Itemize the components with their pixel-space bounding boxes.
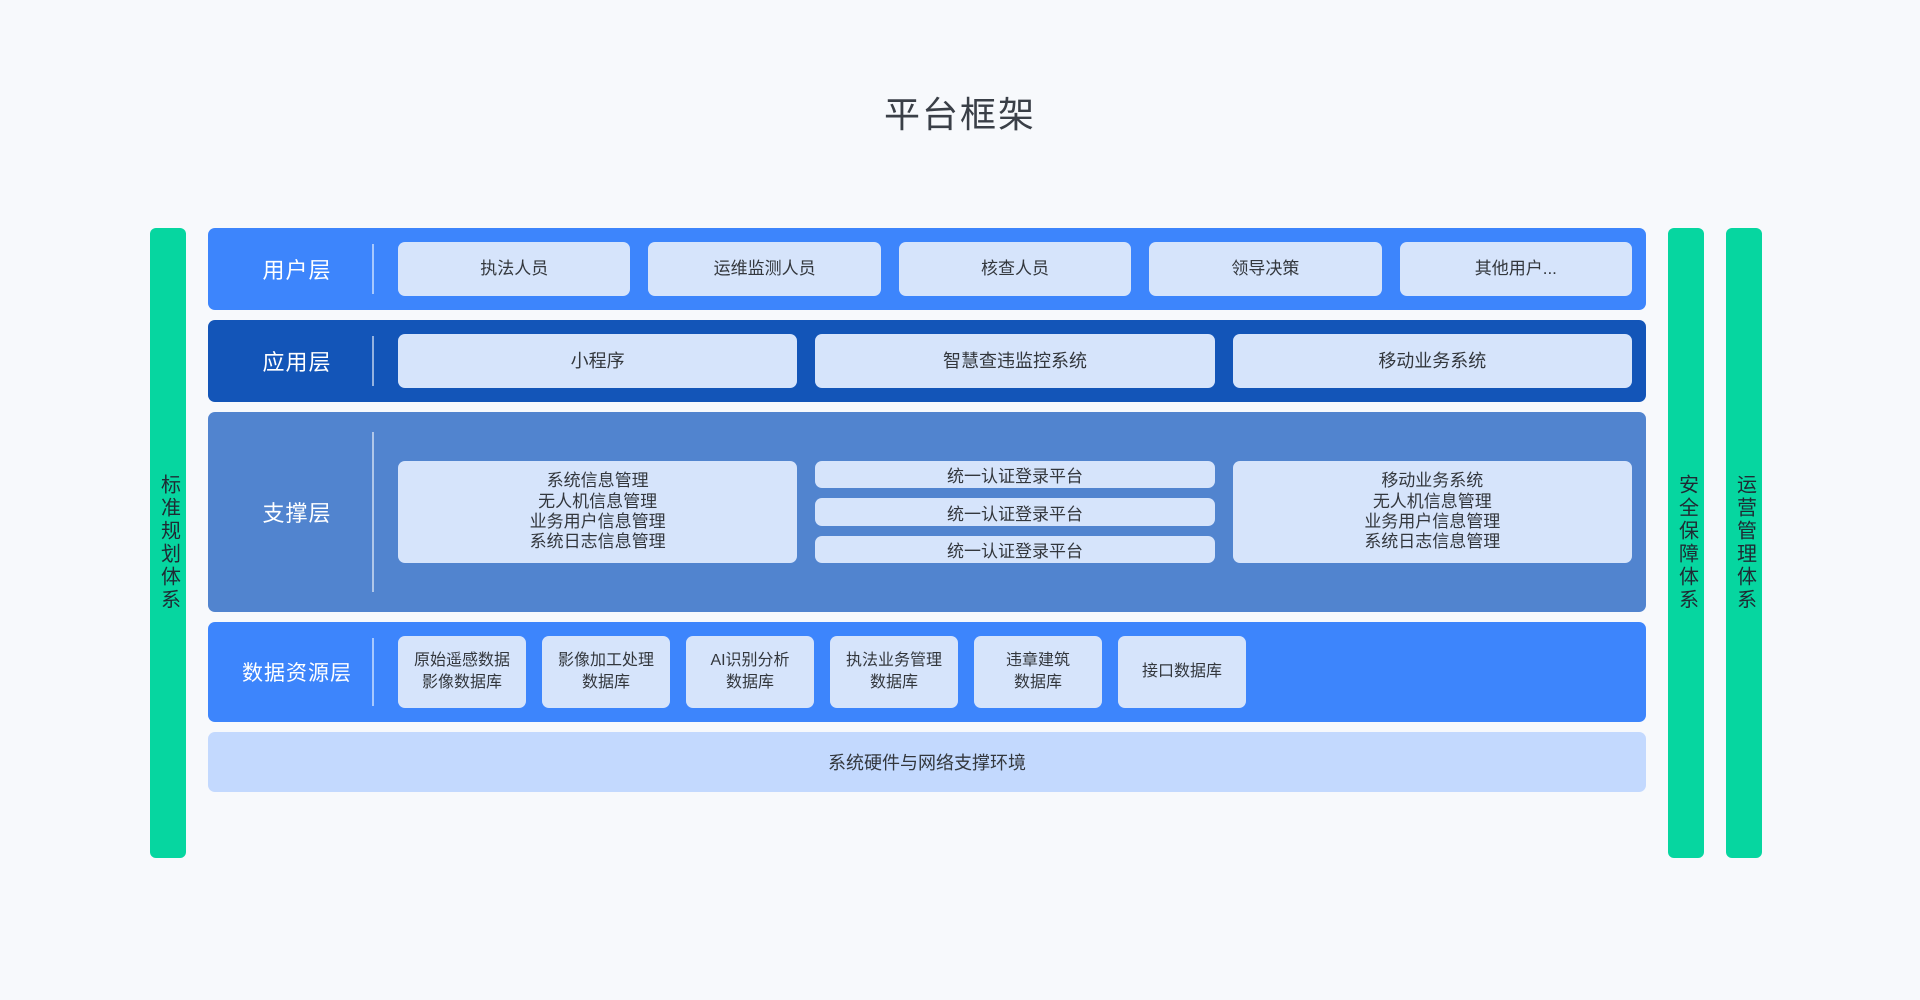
user-item-leadership[interactable]: 领导决策 xyxy=(1149,242,1382,296)
support-item-business-user-info: 业务用户信息管理 xyxy=(529,512,666,531)
support-column-3: 移动业务系统 无人机信息管理 业务用户信息管理 系统日志信息管理 xyxy=(1232,461,1632,563)
support-item-mobile-business: 移动业务系统 xyxy=(1381,471,1484,491)
layer-stack: 用户层 执法人员 运维监测人员 核查人员 领导决策 其他用户... 应用层 小程… xyxy=(208,228,1646,858)
support-column-2: 统一认证登录平台 统一认证登录平台 统一认证登录平台 xyxy=(815,461,1215,563)
data-item-image-processing-line2: 数据库 xyxy=(581,674,630,691)
support-item-sso-1[interactable]: 统一认证登录平台 xyxy=(815,461,1215,489)
side-panel-operations-label: 运营管理体系 xyxy=(1733,474,1756,612)
support-item-sso-2[interactable]: 统一认证登录平台 xyxy=(815,498,1215,526)
data-item-illegal-building-line2: 数据库 xyxy=(1013,674,1062,691)
layer-support-title: 支撑层 xyxy=(262,501,332,526)
layer-support: 支撑层 系统信息管理 无人机信息管理 业务用户信息管理 系统日志信息管理 统一认… xyxy=(208,412,1646,612)
layer-data-resource-items: 原始遥感数据 影像数据库 影像加工处理 数据库 AI识别分析 数据库 xyxy=(398,636,1632,708)
data-item-enforcement-business-line2: 数据库 xyxy=(869,674,918,691)
layer-application-divider xyxy=(372,336,374,386)
page-title: 平台框架 xyxy=(883,94,1036,135)
support-item-sso-3[interactable]: 统一认证登录平台 xyxy=(815,535,1215,563)
support-item-system-log-info: 系统日志信息管理 xyxy=(529,532,666,552)
data-item-image-processing-line1: 影像加工处理 xyxy=(557,651,654,669)
side-panel-standards[interactable]: 标准规划体系 xyxy=(150,228,186,858)
layer-application-title: 应用层 xyxy=(262,350,332,375)
layer-data-resource-title: 数据资源层 xyxy=(242,662,352,685)
data-item-raw-remote-sensing-line1: 原始遥感数据 xyxy=(413,651,510,669)
support-item-business-user-info-2: 业务用户信息管理 xyxy=(1364,512,1501,531)
user-item-ops-monitor[interactable]: 运维监测人员 xyxy=(648,242,881,296)
layer-user: 用户层 执法人员 运维监测人员 核查人员 领导决策 其他用户... xyxy=(208,228,1646,310)
side-panel-security-label: 安全保障体系 xyxy=(1675,474,1698,612)
layer-support-divider xyxy=(372,432,374,592)
hardware-network-bar: 系统硬件与网络支撑环境 xyxy=(208,732,1646,792)
layer-user-items: 执法人员 运维监测人员 核查人员 领导决策 其他用户... xyxy=(398,242,1633,296)
data-item-ai-recognition-line2: 数据库 xyxy=(725,674,774,691)
data-item-illegal-building-line1: 违章建筑 xyxy=(1005,651,1070,669)
layer-data-resource: 数据资源层 原始遥感数据 影像数据库 影像加工处理 数据库 xyxy=(208,622,1646,722)
data-item-ai-recognition-line1: AI识别分析 xyxy=(710,651,790,669)
data-item-image-processing[interactable]: 影像加工处理 数据库 xyxy=(542,636,670,708)
layer-data-resource-divider xyxy=(372,638,374,706)
layer-support-columns: 系统信息管理 无人机信息管理 业务用户信息管理 系统日志信息管理 统一认证登录平… xyxy=(398,461,1632,563)
support-item-uav-info: 无人机信息管理 xyxy=(538,491,658,511)
data-item-enforcement-business[interactable]: 执法业务管理 数据库 xyxy=(830,636,958,708)
support-item-uav-info-2: 无人机信息管理 xyxy=(1372,491,1492,511)
support-item-system-log-info-2: 系统日志信息管理 xyxy=(1364,532,1501,552)
layer-application-items: 小程序 智慧查违监控系统 移动业务系统 xyxy=(398,334,1632,388)
data-item-raw-remote-sensing-line2: 影像数据库 xyxy=(421,674,502,691)
support-block-system-info[interactable]: 系统信息管理 无人机信息管理 业务用户信息管理 系统日志信息管理 xyxy=(398,461,798,563)
side-panel-security[interactable]: 安全保障体系 xyxy=(1668,228,1704,858)
layer-user-divider xyxy=(372,244,374,294)
support-block-mobile-business[interactable]: 移动业务系统 无人机信息管理 业务用户信息管理 系统日志信息管理 xyxy=(1232,461,1632,563)
support-item-system-info: 系统信息管理 xyxy=(546,471,649,491)
app-item-mobile-business[interactable]: 移动业务系统 xyxy=(1232,334,1632,388)
side-panel-standards-label: 标准规划体系 xyxy=(157,474,180,612)
support-column-1: 系统信息管理 无人机信息管理 业务用户信息管理 系统日志信息管理 xyxy=(398,461,798,563)
data-item-ai-recognition[interactable]: AI识别分析 数据库 xyxy=(686,636,814,708)
user-item-enforcement[interactable]: 执法人员 xyxy=(398,242,631,296)
layer-application: 应用层 小程序 智慧查违监控系统 移动业务系统 xyxy=(208,320,1646,402)
user-item-other[interactable]: 其他用户... xyxy=(1399,242,1633,296)
app-item-miniprogram[interactable]: 小程序 xyxy=(398,334,798,388)
data-item-interface-db[interactable]: 接口数据库 xyxy=(1118,636,1246,708)
data-item-enforcement-business-line1: 执法业务管理 xyxy=(845,651,942,669)
architecture-diagram: 标准规划体系 用户层 执法人员 运维监测人员 核查人员 领导决策 其他用户...… xyxy=(150,228,1762,858)
user-item-verifier[interactable]: 核查人员 xyxy=(898,242,1132,296)
layer-user-title: 用户层 xyxy=(262,258,332,283)
data-item-raw-remote-sensing[interactable]: 原始遥感数据 影像数据库 xyxy=(398,636,526,708)
app-item-smart-monitor[interactable]: 智慧查违监控系统 xyxy=(815,334,1215,388)
side-panel-operations[interactable]: 运营管理体系 xyxy=(1726,228,1762,858)
data-item-illegal-building[interactable]: 违章建筑 数据库 xyxy=(974,636,1102,708)
